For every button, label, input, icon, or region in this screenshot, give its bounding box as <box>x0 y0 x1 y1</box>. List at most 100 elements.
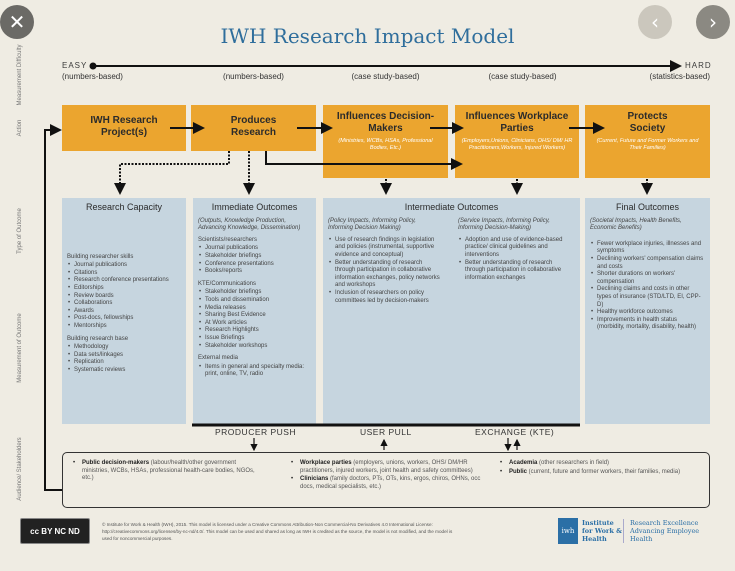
outcome-box-intermediate: Intermediate Outcomes (Policy Impacts, I… <box>323 198 580 424</box>
arrow <box>265 151 463 170</box>
outcome-description: (Policy Impacts, Informing Policy, Infor… <box>328 217 416 232</box>
difficulty-sublabel: (case study-based) <box>351 72 420 81</box>
group-label: Building researcher skills <box>67 253 134 260</box>
list-item: Media releases <box>198 305 311 313</box>
outcome-title: Immediate Outcomes <box>211 202 298 212</box>
previous-image-button[interactable]: ‹ <box>638 5 672 39</box>
iwh-tagline: Research Excellence Advancing Employee H… <box>630 519 700 543</box>
list-item: Inclusion of researchers on policy commi… <box>328 290 440 305</box>
action-box-produces-research: Produces Research <box>191 105 316 151</box>
group-label: External media <box>198 355 239 362</box>
list: Use of research findings in legislation … <box>328 237 440 305</box>
close-icon: ✕ <box>8 10 26 34</box>
mechanism-producer-push: PRODUCER PUSH <box>215 427 297 437</box>
action-title: Produces Research <box>230 115 277 138</box>
list-item: Journal publications <box>198 245 311 253</box>
iwh-name: Institute for Work & Health <box>582 519 624 543</box>
list: Items in general and specialty media: pr… <box>198 364 311 379</box>
list-item: Shorter durations on workers' compensati… <box>590 271 705 286</box>
action-box-protects-society: Protects Society (Current, Future and For… <box>585 105 710 178</box>
list-item: Editorships <box>67 285 181 293</box>
difficulty-sublabel: (statistics-based) <box>649 72 710 81</box>
next-image-button[interactable]: › <box>696 5 730 39</box>
outcome-title: Intermediate Outcomes <box>404 202 499 212</box>
audience-detail: (labour/health/other government ministri… <box>82 460 255 481</box>
audience-item: Public decision-makers (labour/health/ot… <box>73 460 258 483</box>
outcome-description: (Outputs, Knowledge Production, Advancin… <box>198 217 301 232</box>
close-button[interactable]: ✕ <box>0 5 34 39</box>
action-title: Influences Workplace Parties <box>465 111 569 134</box>
group-label: Building research base <box>67 335 129 342</box>
list-item: Healthy workforce outcomes <box>590 309 705 317</box>
dotted-arrow <box>114 151 230 195</box>
difficulty-sublabel: (numbers-based) <box>223 72 284 81</box>
chevron-right-icon: › <box>709 10 717 34</box>
outcome-description: (Societal Impacts, Health Benefits, Econ… <box>590 217 682 232</box>
list-item: Sharing Best Evidence <box>198 312 311 320</box>
action-subtitle: (Current, Future and Former Workers and … <box>596 138 699 151</box>
list-item: Issue Briefings <box>198 335 311 343</box>
hard-label: HARD <box>685 61 712 70</box>
list-item: Use of research findings in legislation … <box>328 237 440 260</box>
list: Journal publicationsCitationsResearch co… <box>67 262 181 330</box>
action-subtitle: (Employers,Unions, Clinicians, OHS/ DM/ … <box>461 138 573 151</box>
list-item: Stakeholder briefings <box>198 253 311 261</box>
list-item: Replication <box>67 359 181 367</box>
audience-item: Academia (other researchers in field) <box>500 460 705 468</box>
outcome-title: Research Capacity <box>85 202 163 212</box>
difficulty-sublabel: (case study-based) <box>488 72 557 81</box>
outcome-box-final: Final Outcomes (Societal Impacts, Health… <box>585 198 710 424</box>
list-item: Citations <box>67 270 181 278</box>
list-item: Stakeholder workshops <box>198 343 311 351</box>
list-item: Declining workers' compensation claims a… <box>590 256 705 271</box>
list-item: Collaborations <box>67 300 181 308</box>
list-item: Journal publications <box>67 262 181 270</box>
list: Stakeholder briefingsTools and dissemina… <box>198 289 311 350</box>
list-item: Adoption and use of evidence-based pract… <box>458 237 570 260</box>
audience-name: Public <box>509 468 528 475</box>
audience-detail: (other researchers in field) <box>537 460 610 466</box>
list-item: Systematic reviews <box>67 367 181 375</box>
list: MethodologyData sets/linkagesReplication… <box>67 344 181 374</box>
audience-item: Clinicians (family doctors, PTs, OTs, ki… <box>291 476 481 491</box>
list: Adoption and use of evidence-based pract… <box>458 237 570 283</box>
creative-commons-logo: cc BY NC ND <box>20 518 90 544</box>
list-item: Better understanding of research through… <box>328 260 440 290</box>
list-item: Improvements in health status (morbidity… <box>590 317 705 332</box>
list-item: Conference presentations <box>198 261 311 269</box>
mechanism-exchange: EXCHANGE (KTE) <box>475 427 555 437</box>
list-item: Methodology <box>67 344 181 352</box>
easy-label: EASY <box>62 61 88 70</box>
action-subtitle: (Ministries, WCBs, HSAs, Professional Bo… <box>338 138 433 151</box>
difficulty-sublabel: (numbers-based) <box>62 72 123 81</box>
audience-detail: (employers, unions, workers, OHS/ DM/HR … <box>300 460 473 474</box>
action-box-research-project: IWH Research Project(s) <box>62 105 186 151</box>
list-item: Better understanding of research through… <box>458 260 570 283</box>
action-title: Protects Society <box>627 111 668 134</box>
feedback-arrow <box>44 124 62 491</box>
outcome-title: Final Outcomes <box>615 202 680 212</box>
list-item: Research conference presentations <box>67 277 181 285</box>
list: Fewer workplace injuries, illnesses and … <box>590 241 705 332</box>
audience-detail: (current, future and former workers, the… <box>527 468 681 475</box>
list-item: Stakeholder briefings <box>198 289 311 297</box>
action-box-decision-makers: Influences Decision-Makers(Ministries, W… <box>323 105 448 178</box>
list: Journal publicationsStakeholder briefing… <box>198 245 311 275</box>
action-box-workplace-parties: Influences Workplace Parties (Employers,U… <box>455 105 579 178</box>
group-label: KTE/Communications <box>198 280 257 287</box>
audience-box: Public decision-makers (labour/health/ot… <box>62 452 710 508</box>
chevron-left-icon: ‹ <box>651 10 659 34</box>
list-item: Books/reports <box>198 268 311 276</box>
list-item: Post-docs, fellowships <box>67 315 181 323</box>
audience-name: Workplace parties <box>300 460 352 466</box>
list-item: Tools and dissemination <box>198 297 311 305</box>
audience-name: Public decision-makers <box>82 460 150 466</box>
list-item: Items in general and specialty media: pr… <box>198 364 311 379</box>
audience-item: Public (current, future and former worke… <box>500 469 705 477</box>
outcome-box-research-capacity: Research Capacity Building researcher sk… <box>62 198 186 424</box>
outcome-box-immediate: Immediate Outcomes (Outputs, Knowledge P… <box>193 198 316 424</box>
audience-name: Clinicians <box>300 476 329 482</box>
audience-name: Academia <box>509 460 538 466</box>
list-item: Data sets/linkages <box>67 352 181 360</box>
